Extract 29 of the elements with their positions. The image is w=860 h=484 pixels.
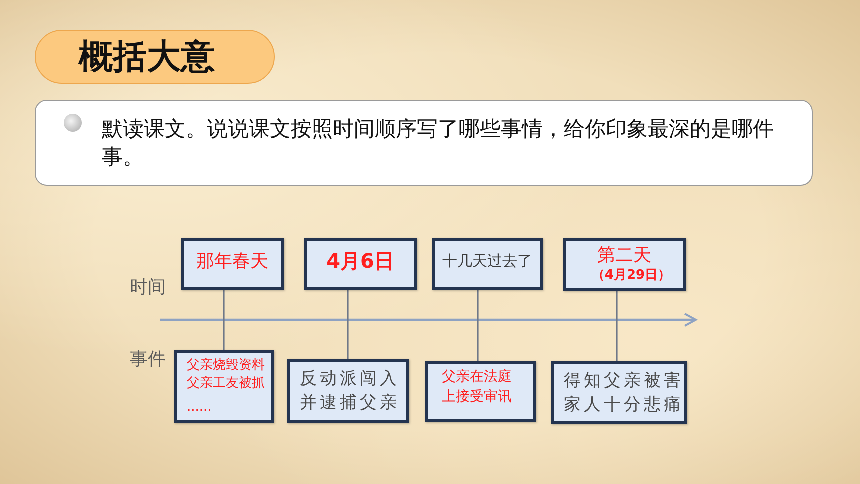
event-box bbox=[287, 359, 409, 423]
event-text: 父亲工友被抓 bbox=[187, 374, 265, 392]
time-box bbox=[181, 238, 284, 290]
connector-line bbox=[223, 290, 225, 350]
event-box bbox=[425, 361, 536, 422]
event-text: 反动派闯入并逮捕父亲 bbox=[300, 368, 401, 415]
time-label: 十几天过去了 bbox=[442, 252, 532, 270]
time-label: 第二天 bbox=[598, 244, 652, 266]
event-box bbox=[551, 361, 687, 424]
time-label: （4月29日） bbox=[592, 266, 672, 284]
question-card bbox=[35, 100, 813, 186]
heading-pill bbox=[35, 30, 275, 84]
event-text: 父亲烧毁资料 bbox=[187, 356, 265, 374]
connector-line bbox=[477, 290, 479, 361]
time-label: 4月6日 bbox=[326, 248, 394, 274]
connector-line bbox=[616, 291, 618, 361]
heading-text: 概括大意 bbox=[79, 36, 215, 79]
row-label: 时间 bbox=[130, 276, 166, 299]
time-label: 那年春天 bbox=[196, 250, 268, 273]
event-box bbox=[174, 350, 274, 423]
time-box bbox=[432, 238, 543, 290]
event-text: 父亲在法庭上接受审讯 bbox=[442, 368, 513, 406]
row-label: 事件 bbox=[130, 348, 166, 371]
time-box bbox=[563, 238, 686, 291]
event-text: 得知父亲被害家人十分悲痛 bbox=[564, 370, 685, 416]
question-text: 默读课文。说说课文按照时间顺序写了哪些事情，给你印象最深的是哪件事。 bbox=[102, 116, 775, 171]
connector-line bbox=[347, 290, 349, 359]
time-box bbox=[304, 238, 417, 290]
event-text: ...... bbox=[187, 398, 212, 416]
